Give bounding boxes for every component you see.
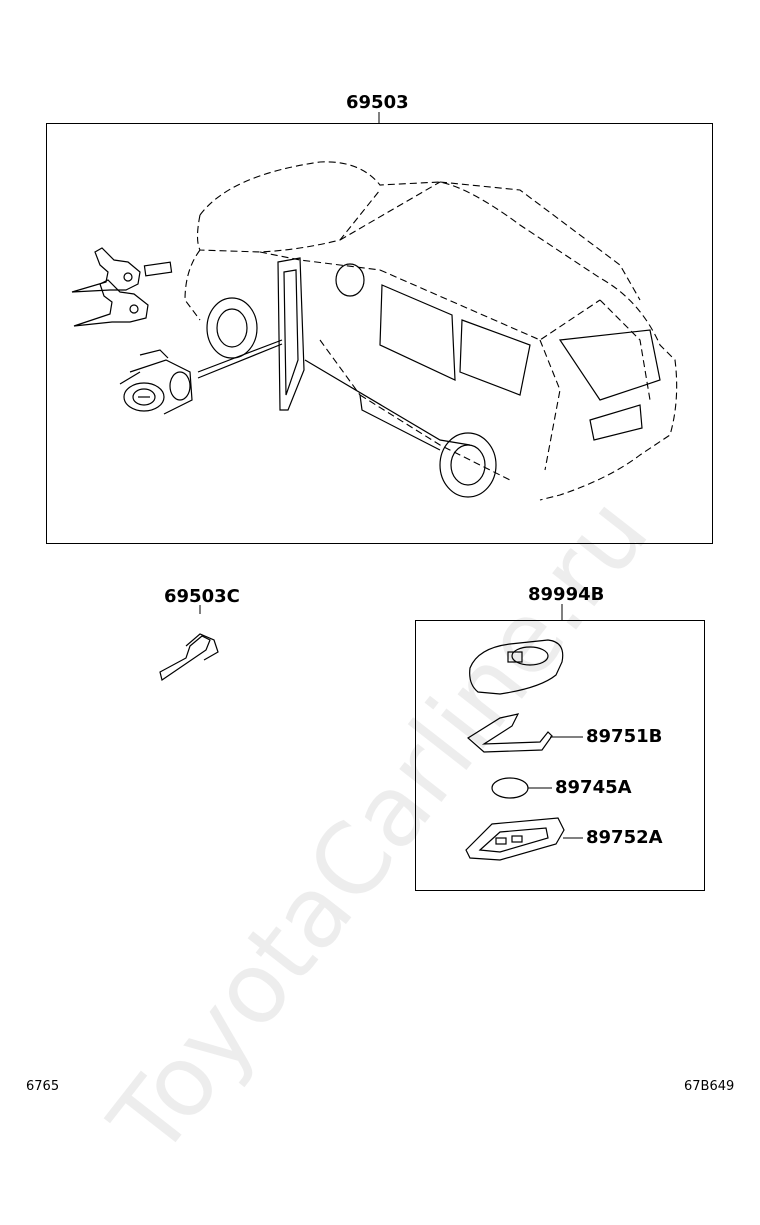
smart-key-cover-icon <box>469 639 564 695</box>
key-case-icon <box>465 817 565 861</box>
footer-left-code: 6765 <box>26 1079 60 1094</box>
part-label-89745A[interactable]: 89745A <box>555 777 632 798</box>
part-label-69503C[interactable]: 69503C <box>164 586 240 607</box>
part-label-89751B[interactable]: 89751B <box>586 726 663 747</box>
footer-right-code: 67B649 <box>684 1079 735 1094</box>
part-label-69503[interactable]: 69503 <box>346 92 409 113</box>
vehicle-illustration <box>184 161 678 501</box>
part-label-89752A[interactable]: 89752A <box>586 827 663 848</box>
key-pair-icon <box>71 247 173 327</box>
smart-key-frame <box>415 620 705 891</box>
diagram-drawings <box>71 112 678 861</box>
lock-cylinder-icon <box>119 349 193 415</box>
main-assembly-frame <box>46 123 713 544</box>
key-blank-icon <box>159 633 219 681</box>
key-housing-icon <box>466 713 553 753</box>
part-label-89994B[interactable]: 89994B <box>528 584 605 605</box>
